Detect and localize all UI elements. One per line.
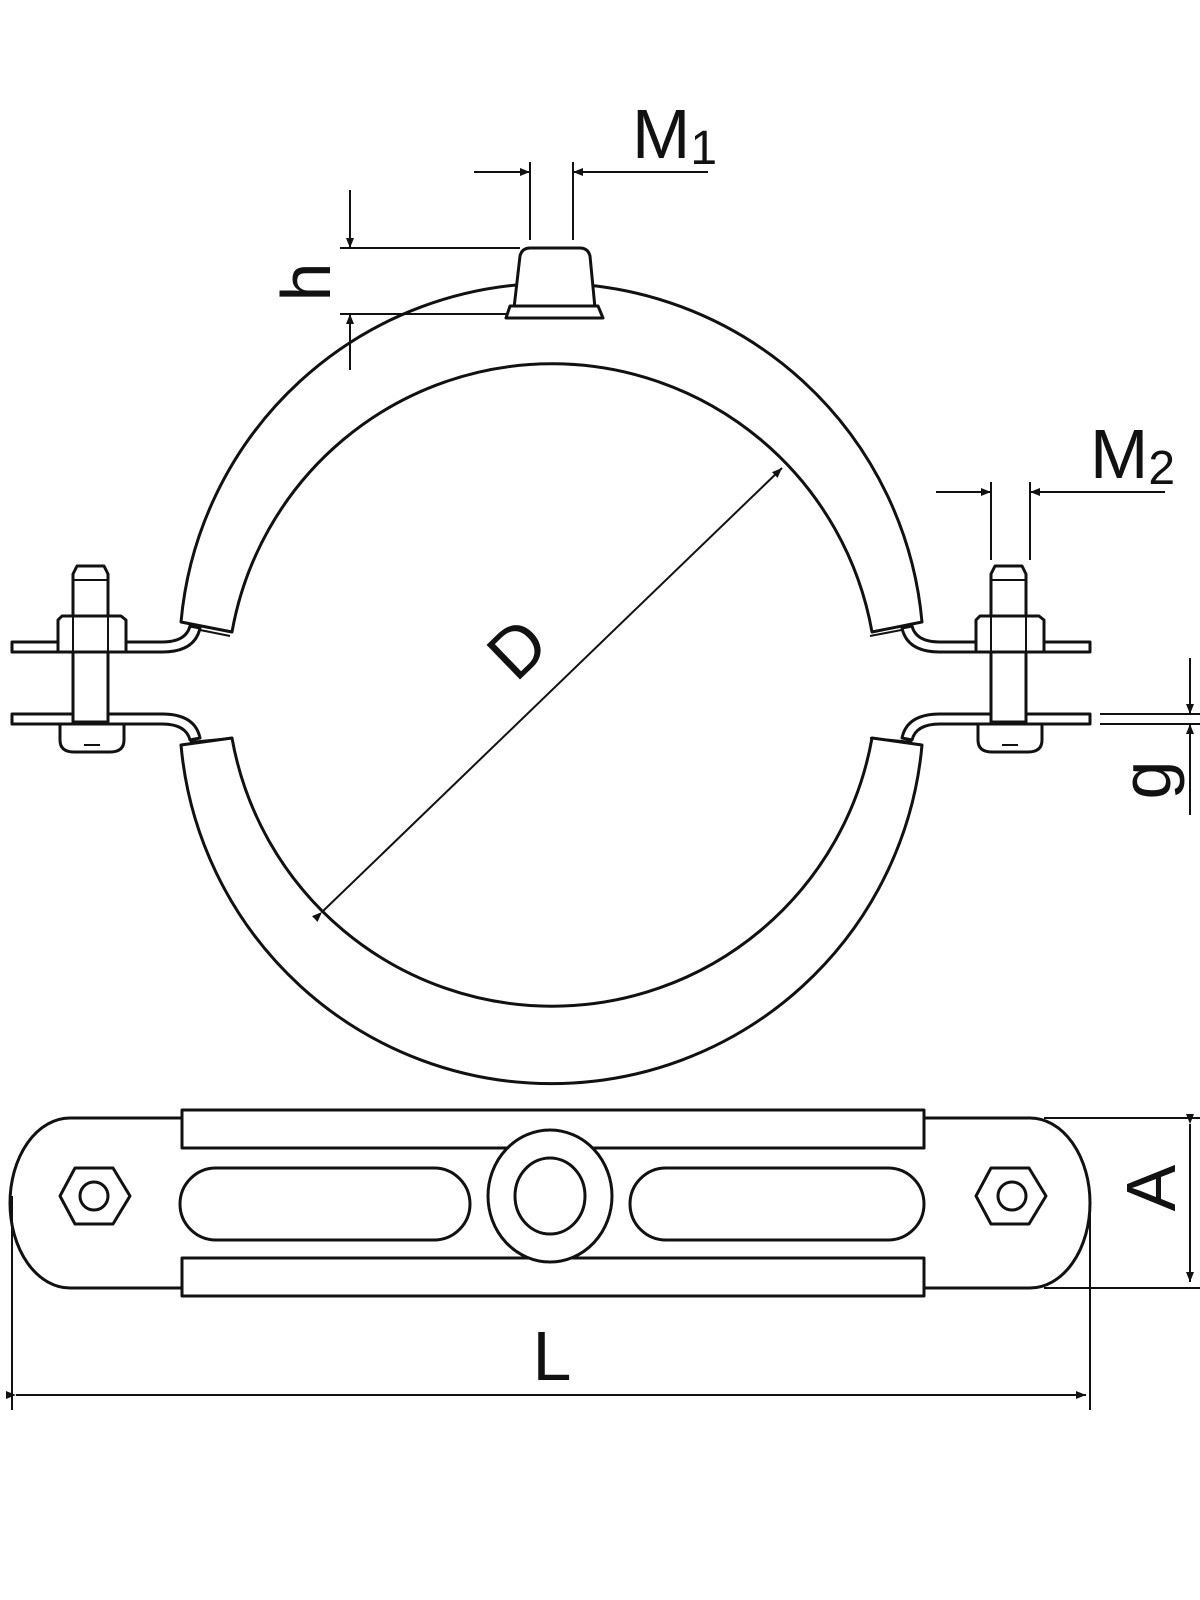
lower-clamp-band (179, 736, 924, 1086)
dimension-d-line (312, 467, 783, 922)
plan-right-hex-nut (974, 1166, 1048, 1226)
right-bolt-head (976, 722, 1044, 754)
upper-clamp-band (179, 281, 924, 634)
plan-right-slot (628, 1166, 926, 1242)
dimension-a: A (1044, 1114, 1200, 1289)
left-nut (56, 614, 128, 654)
label-h: h (267, 263, 345, 302)
label-d: D (472, 603, 563, 694)
rubber-lining-ends (189, 627, 913, 743)
left-bolt-head (58, 722, 126, 754)
plan-left-slot (178, 1166, 472, 1242)
dimension-l: L (6, 1196, 1091, 1410)
right-bolt (974, 564, 1046, 754)
plan-bottom-strip (180, 1256, 926, 1298)
label-m2: M2 (1090, 415, 1175, 495)
dimension-m1: M1 (474, 95, 717, 240)
label-l: L (533, 1317, 572, 1395)
right-lower-flange (900, 712, 1092, 742)
label-m1: M1 (632, 95, 717, 175)
top-threaded-boss (504, 246, 605, 320)
right-nut (974, 614, 1046, 654)
dimension-h: h (267, 190, 520, 370)
left-bolt (56, 564, 128, 754)
dimension-g: g (1100, 658, 1200, 815)
plan-center-boss-inner (513, 1156, 587, 1236)
label-g: g (1107, 761, 1185, 800)
plan-left-hex-nut (58, 1166, 132, 1226)
dimension-m2: M2 (936, 415, 1175, 560)
label-a: A (1112, 1164, 1190, 1211)
left-lower-flange (10, 712, 202, 742)
plan-view: A L (6, 1108, 1200, 1410)
front-view: D M1 M2 h (10, 95, 1200, 1086)
